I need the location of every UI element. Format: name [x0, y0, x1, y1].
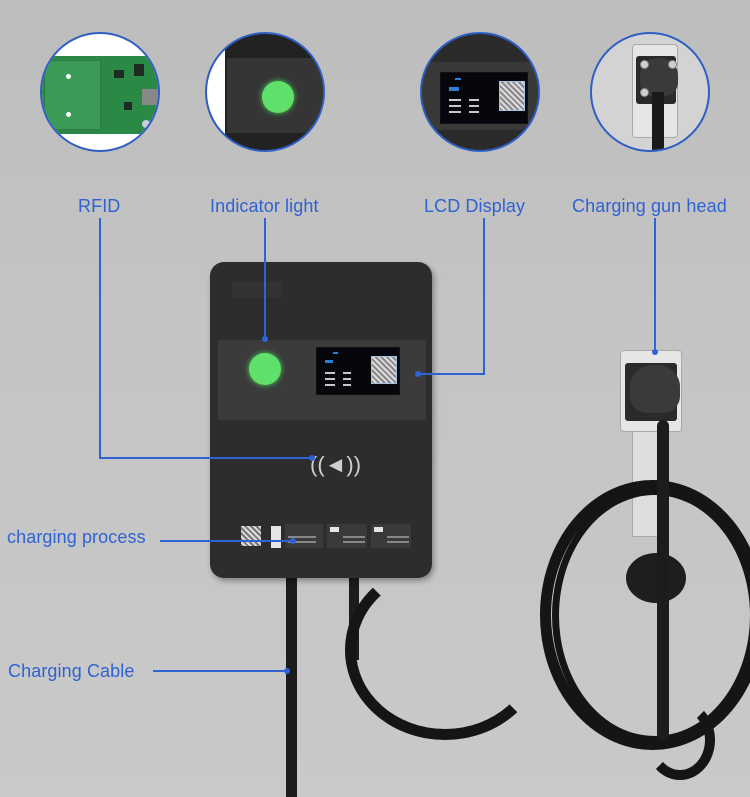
rfid-label: RFID: [78, 196, 121, 216]
charging-cable-label: Charging Cable: [8, 661, 135, 681]
lcd-display: [316, 347, 400, 395]
pcb-chip: [114, 70, 124, 78]
gun-cable-drop: [657, 420, 669, 740]
lcd-qr-code: [371, 356, 397, 384]
pcb-hole: [66, 112, 71, 117]
guide-step-3: [371, 524, 411, 548]
pcb-buzzer: [142, 120, 150, 128]
process-leader-line: [160, 540, 292, 542]
charging-process-label: charging process: [7, 527, 146, 547]
brand-logo: [232, 282, 282, 298]
gun-cable: [652, 92, 664, 150]
thumb-edge: [207, 34, 225, 150]
charging-gun-icon: [630, 365, 680, 413]
guide-step-1: [285, 524, 323, 548]
cable-end-bend: [645, 700, 715, 780]
rfid-leader-line: [99, 218, 101, 458]
cable-coil-inner: [552, 488, 750, 743]
rfid-leader-dot: [309, 455, 315, 461]
lcd-thumbnail: [420, 32, 540, 152]
gun-head-leader-dot: [652, 349, 658, 355]
pcb-chip: [124, 102, 132, 110]
cable-leader-line: [153, 670, 287, 672]
indicator-thumbnail: [205, 32, 325, 152]
indicator-light: [249, 353, 281, 385]
cable-u-bend: [345, 560, 545, 740]
indicator-leader-dot: [262, 336, 268, 342]
lcd-leader-line: [483, 218, 485, 374]
indicator-light-icon: [262, 81, 294, 113]
cable-leader-dot: [284, 668, 290, 674]
qr-code-icon: [499, 81, 525, 111]
guide-step-1-icon: [271, 526, 281, 548]
lcd-screen: [440, 72, 528, 124]
charging-gun-head-label: Charging gun head: [572, 196, 727, 216]
guide-step-2: [327, 524, 367, 548]
lcd-leader-line-h: [418, 373, 485, 375]
process-leader-dot: [290, 538, 296, 544]
gun-head-thumbnail: [590, 32, 710, 152]
pcb-chip: [134, 64, 144, 76]
charging-process-guide: [235, 522, 415, 548]
lcd-display-label: LCD Display: [424, 196, 526, 216]
contactless-card-icon: ((◄)): [310, 452, 362, 477]
indicator-light-label: Indicator light: [210, 196, 319, 216]
ev-charger: ((◄)): [210, 262, 432, 578]
indicator-leader-line: [264, 218, 266, 338]
pcb-hole: [66, 74, 71, 79]
guide-qr-code: [241, 526, 261, 546]
charging-cable: [286, 570, 297, 797]
lcd-leader-dot: [415, 371, 421, 377]
pcb-antenna: [44, 60, 101, 130]
gun-head-leader-line: [654, 218, 656, 352]
usb-port: [142, 89, 158, 105]
rfid-leader-line-h: [99, 457, 311, 459]
rfid-thumbnail: [40, 32, 160, 152]
